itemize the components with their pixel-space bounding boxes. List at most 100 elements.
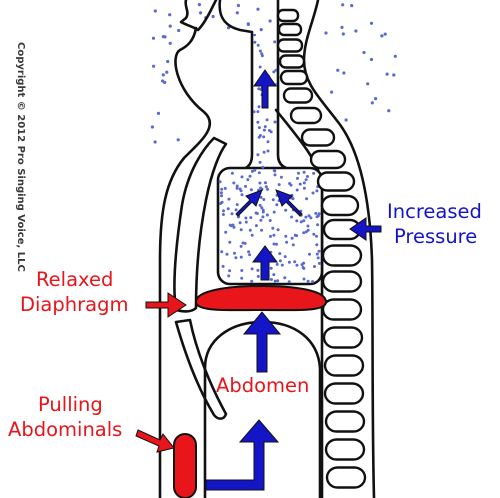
vertebra: [321, 270, 363, 293]
air-dot: [228, 269, 232, 273]
air-dot: [218, 180, 222, 184]
air-dot: [235, 184, 239, 188]
air-dot: [232, 181, 236, 185]
air-dot: [307, 214, 311, 218]
air-dot: [273, 279, 277, 283]
air-dot: [220, 194, 223, 198]
air-dot: [278, 252, 282, 256]
vertebra: [309, 149, 347, 170]
air-dot: [261, 165, 265, 169]
air-dot: [273, 173, 277, 177]
air-dot: [250, 233, 254, 237]
air-dot: [280, 263, 284, 267]
increased-label: Increased: [387, 200, 482, 223]
air-dot: [306, 175, 309, 178]
air-dot: [258, 65, 262, 69]
air-dot: [244, 216, 248, 220]
air-dot: [258, 181, 262, 185]
red-arrows: [135, 292, 187, 453]
air-dot: [258, 160, 262, 164]
abdominals-label-arrow: [135, 429, 175, 453]
air-dot: [271, 226, 275, 230]
air-dot: [211, 14, 215, 19]
air-dot: [257, 105, 261, 109]
air-dot: [269, 130, 273, 134]
air-dot: [257, 135, 261, 139]
vertebra: [289, 106, 323, 125]
air-dot: [269, 266, 273, 270]
air-dot: [230, 171, 234, 175]
air-dot: [305, 197, 309, 201]
air-dot: [262, 128, 266, 132]
vertebra: [282, 87, 314, 104]
air-dot: [156, 111, 161, 115]
air-dot: [316, 223, 320, 227]
air-dot: [197, 3, 201, 7]
spine: [276, 8, 367, 489]
air-dot: [256, 274, 260, 278]
air-dot: [161, 79, 165, 83]
air-dot: [302, 181, 306, 185]
air-dot: [313, 265, 316, 268]
air-dot: [259, 28, 263, 32]
abdominal-muscle: [173, 433, 197, 498]
air-dot: [153, 9, 157, 13]
air-dot: [264, 181, 267, 185]
air-dot: [249, 188, 253, 192]
air-dot: [369, 21, 374, 25]
air-dot: [239, 255, 243, 259]
lung-arrow-up: [252, 245, 278, 281]
air-dot: [232, 225, 236, 229]
air-dot: [150, 125, 154, 129]
air-dot: [238, 187, 242, 191]
air-dot: [248, 253, 252, 257]
air-dot: [383, 32, 387, 36]
air-dot: [269, 234, 272, 238]
vertebra: [277, 22, 303, 37]
air-dot: [374, 97, 378, 101]
air-dot: [239, 228, 243, 232]
vertebra: [321, 244, 363, 267]
copyright-text: Copyright © 2012 Pro Singing Voice, LLC: [15, 42, 26, 272]
air-dot: [168, 41, 172, 45]
pulling-label: Pulling: [38, 393, 103, 416]
air-dot: [254, 224, 258, 228]
air-dot: [230, 212, 234, 216]
air-dot: [248, 228, 252, 232]
air-dot: [226, 207, 230, 211]
air-dot: [229, 224, 233, 228]
air-dot: [393, 54, 397, 58]
air-dot: [253, 34, 257, 37]
air-dot: [288, 182, 292, 185]
air-dot: [302, 219, 306, 223]
lungs-box: [216, 166, 324, 286]
air-dot: [306, 228, 310, 232]
air-dot: [260, 228, 264, 232]
air-dot: [290, 215, 294, 219]
air-dot: [309, 216, 313, 220]
air-dot: [265, 213, 269, 217]
air-dot: [260, 206, 264, 210]
air-dot: [253, 40, 257, 44]
air-dot: [262, 150, 266, 154]
air-dot: [259, 218, 263, 222]
air-dot: [257, 126, 261, 130]
air-dot: [250, 169, 254, 173]
outside-air-dots: [150, 3, 397, 144]
air-dot: [223, 186, 227, 190]
air-dot: [279, 175, 283, 179]
face-profile: [179, 0, 218, 32]
air-dot: [312, 232, 316, 236]
air-dot: [258, 203, 262, 207]
air-dot: [314, 211, 318, 215]
air-dot: [266, 187, 269, 191]
pressure-label: Pressure: [394, 225, 477, 248]
air-dot: [256, 43, 260, 47]
air-dot: [301, 266, 305, 269]
air-dot: [287, 280, 291, 284]
air-dot: [219, 191, 223, 195]
air-dot: [266, 149, 270, 153]
air-dot: [235, 11, 239, 15]
air-dot: [244, 184, 247, 188]
